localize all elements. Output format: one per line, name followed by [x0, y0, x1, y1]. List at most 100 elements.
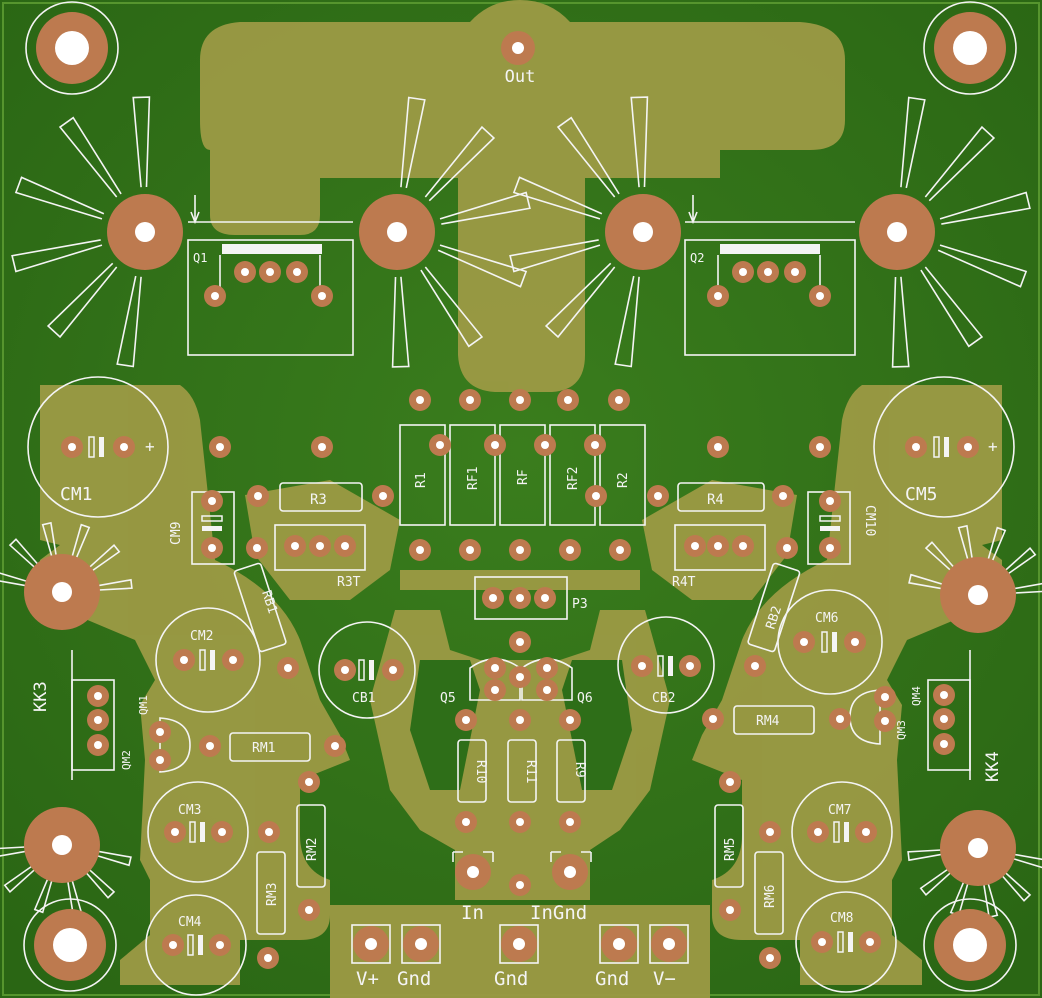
cm5-outline	[873, 376, 1015, 518]
heatsink-fin	[0, 845, 33, 857]
pad-drill	[436, 441, 444, 449]
cap-polarity-icon	[199, 649, 215, 671]
pad-drill	[814, 828, 822, 836]
pad-drill	[564, 866, 576, 878]
label-kk3: KK3	[31, 681, 51, 712]
pad-drill	[564, 396, 572, 404]
pad-drill	[94, 741, 102, 749]
pad-drill	[341, 666, 349, 674]
pad-drill	[968, 585, 988, 605]
pad-drill	[714, 542, 722, 550]
cap-polarity-icon	[821, 631, 837, 653]
heatsink-fin	[509, 239, 601, 273]
heatsink-fin	[939, 191, 1031, 225]
label-cm5-plus: +	[988, 437, 998, 456]
pad-icon	[957, 436, 979, 458]
pad-icon	[409, 389, 431, 411]
heatsink-fin	[424, 125, 496, 202]
pad-drill	[686, 662, 694, 670]
pad-icon	[559, 811, 581, 833]
label-gnd-2: Gnd	[494, 968, 528, 990]
pad-icon	[484, 434, 506, 456]
pad-icon	[509, 631, 531, 653]
pad-icon	[534, 434, 556, 456]
pad-drill	[365, 938, 377, 950]
pad-icon	[353, 926, 389, 962]
pad-drill	[779, 492, 787, 500]
pad-icon	[459, 539, 481, 561]
label-rm3: RM3	[265, 883, 280, 906]
pad-icon	[819, 490, 841, 512]
pad-icon	[509, 587, 531, 609]
pad-drill	[816, 292, 824, 300]
pad-drill	[316, 542, 324, 550]
cm2-outline	[155, 607, 261, 713]
pad-drill	[254, 492, 262, 500]
pad-icon	[509, 874, 531, 896]
r3t-outline	[274, 524, 366, 571]
label-ingnd: InGnd	[530, 902, 587, 924]
pad-icon	[87, 734, 109, 756]
heatsink-fin	[900, 96, 926, 189]
heatsink-kk4-top	[908, 524, 1042, 595]
pad-drill	[616, 546, 624, 554]
heatsink-fin	[997, 867, 1032, 902]
heatsink-fin	[920, 266, 984, 348]
pad-icon	[149, 721, 171, 743]
r4-outline	[677, 482, 765, 512]
pad-icon	[559, 539, 581, 561]
pad-icon	[372, 485, 394, 507]
heatsink-q1-right	[391, 96, 531, 368]
pad-drill	[881, 717, 889, 725]
label-rm6: RM6	[763, 885, 778, 908]
pad-drill	[241, 268, 249, 276]
pad-drill	[543, 664, 551, 672]
pad-drill	[156, 756, 164, 764]
silkscreen-text: Out Q1 Q2 CM1 CM5 + + CM9 CM10 R3 R4 R3T…	[31, 67, 1003, 990]
pad-drill	[208, 497, 216, 505]
label-r4t: R4T	[672, 575, 696, 590]
r4t-outline	[674, 524, 766, 571]
pad-drill	[881, 693, 889, 701]
pad-drill	[739, 268, 747, 276]
pad-icon	[209, 934, 231, 956]
pad-icon	[933, 708, 955, 730]
label-qm1: QM1	[137, 695, 150, 715]
pad-icon	[707, 535, 729, 557]
pad-icon	[809, 285, 831, 307]
heatsink-fin	[91, 578, 133, 592]
pad-drill	[341, 542, 349, 550]
cap-polarity-icon	[358, 659, 374, 681]
pad-drill	[120, 443, 128, 451]
pad-drill	[466, 396, 474, 404]
pad-drill	[516, 396, 524, 404]
cm8-outline	[795, 891, 897, 993]
pad-icon	[933, 733, 955, 755]
label-cb2: CB2	[652, 691, 675, 706]
pad-icon	[201, 537, 223, 559]
pad-icon	[509, 539, 531, 561]
cap-polarity-icon	[833, 821, 849, 843]
pad-drill	[516, 818, 524, 826]
pad-drill	[766, 954, 774, 962]
pad-icon	[24, 554, 100, 630]
pad-drill	[816, 443, 824, 451]
rm2-outline	[296, 804, 326, 888]
pad-drill	[52, 835, 72, 855]
pad-icon	[222, 649, 244, 671]
pad-icon	[501, 31, 535, 65]
pad-icon	[429, 434, 451, 456]
q1-tab-bar	[222, 244, 322, 254]
pad-drill	[169, 941, 177, 949]
cap-polarity-icon	[88, 436, 104, 458]
label-gnd-1: Gnd	[397, 968, 431, 990]
cb2-outline	[617, 616, 715, 714]
cap-polarity-icon	[933, 436, 949, 458]
heatsink-fin	[437, 244, 528, 288]
pad-drill	[512, 42, 524, 54]
heatsink-fin	[512, 176, 603, 220]
bridge-pour	[400, 570, 640, 590]
heatsink-fin	[1006, 852, 1042, 869]
cm3-outline	[147, 781, 249, 883]
heatsink-fin	[985, 526, 1007, 568]
